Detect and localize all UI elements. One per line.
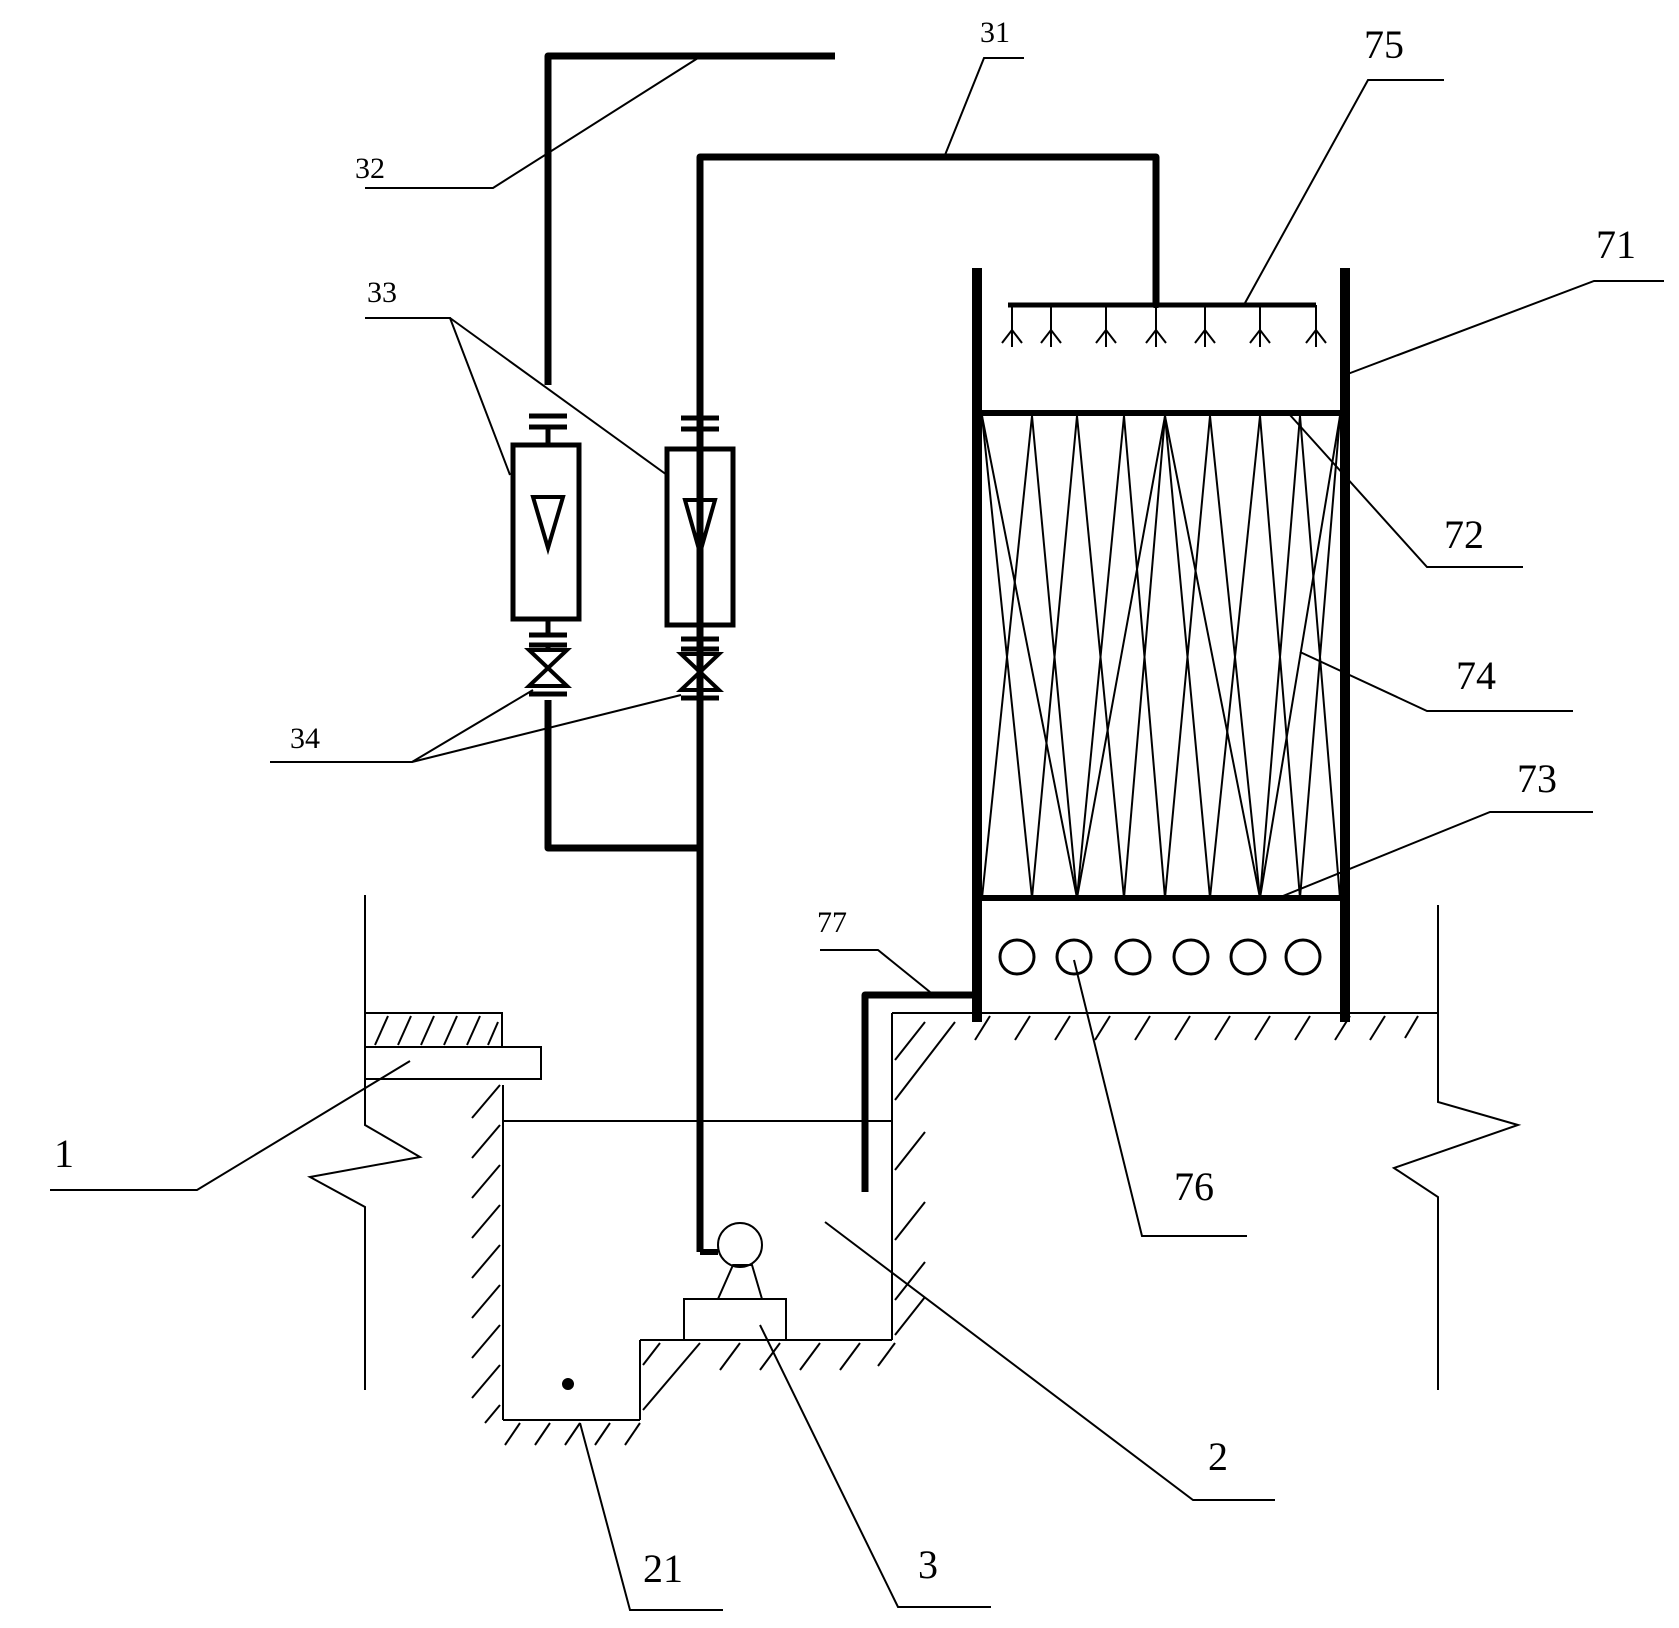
- label-21: 21: [643, 1546, 683, 1591]
- sump-floor-hatch: [504, 1342, 896, 1446]
- label-74: 74: [1456, 653, 1496, 698]
- tower: [972, 268, 1350, 1022]
- label-75: 75: [1364, 22, 1404, 67]
- spray-nozzles: [1001, 305, 1327, 347]
- label-71: 71: [1596, 222, 1636, 267]
- sump-left-wall-hatch: [471, 1084, 501, 1424]
- sump-tank: [502, 1013, 893, 1421]
- labels: 1 2 21 3 31 32 33 34 71 72 73 74 75 76 7…: [54, 16, 1636, 1591]
- label-76: 76: [1174, 1164, 1214, 1209]
- packing: [981, 415, 1341, 899]
- valve-right: [675, 652, 725, 701]
- wall-cap-hatch: [374, 1015, 499, 1046]
- label-34: 34: [290, 722, 320, 755]
- branch-pipe: [544, 700, 700, 852]
- valve-left: [523, 645, 573, 697]
- pump-base: [683, 1298, 787, 1341]
- left-ground-section: [307, 895, 542, 1390]
- meter-float-left: [530, 495, 566, 556]
- label-3: 3: [918, 1542, 938, 1587]
- label-1: 1: [54, 1131, 74, 1176]
- inlet-pipe: [364, 1046, 542, 1080]
- wall-cap: [364, 1012, 503, 1048]
- right-ground-hatch: [974, 1015, 1419, 1041]
- flow-meter-right: [664, 415, 736, 652]
- pipe-32: [544, 52, 835, 385]
- piping: [544, 52, 1160, 1252]
- label-2: 2: [1208, 1434, 1228, 1479]
- label-31: 31: [980, 16, 1010, 49]
- pump-stand: [717, 1264, 763, 1300]
- label-33: 33: [367, 276, 397, 309]
- pipe-31: [696, 153, 1160, 1252]
- sediment-point: [562, 1378, 574, 1390]
- label-73: 73: [1517, 756, 1557, 801]
- meter-tube-left: [510, 442, 582, 622]
- flow-meter-left: [510, 413, 582, 648]
- label-72: 72: [1444, 512, 1484, 557]
- pipe-77: [861, 991, 975, 1192]
- air-holes: [998, 938, 1322, 976]
- label-32: 32: [355, 152, 385, 185]
- right-ground-section: [892, 905, 1522, 1390]
- label-77: 77: [817, 906, 847, 939]
- sump-right-wall-hatch: [894, 1021, 956, 1336]
- leader-lines: [50, 57, 1664, 1611]
- meter-float-right: [682, 498, 718, 561]
- pump-body: [717, 1222, 763, 1268]
